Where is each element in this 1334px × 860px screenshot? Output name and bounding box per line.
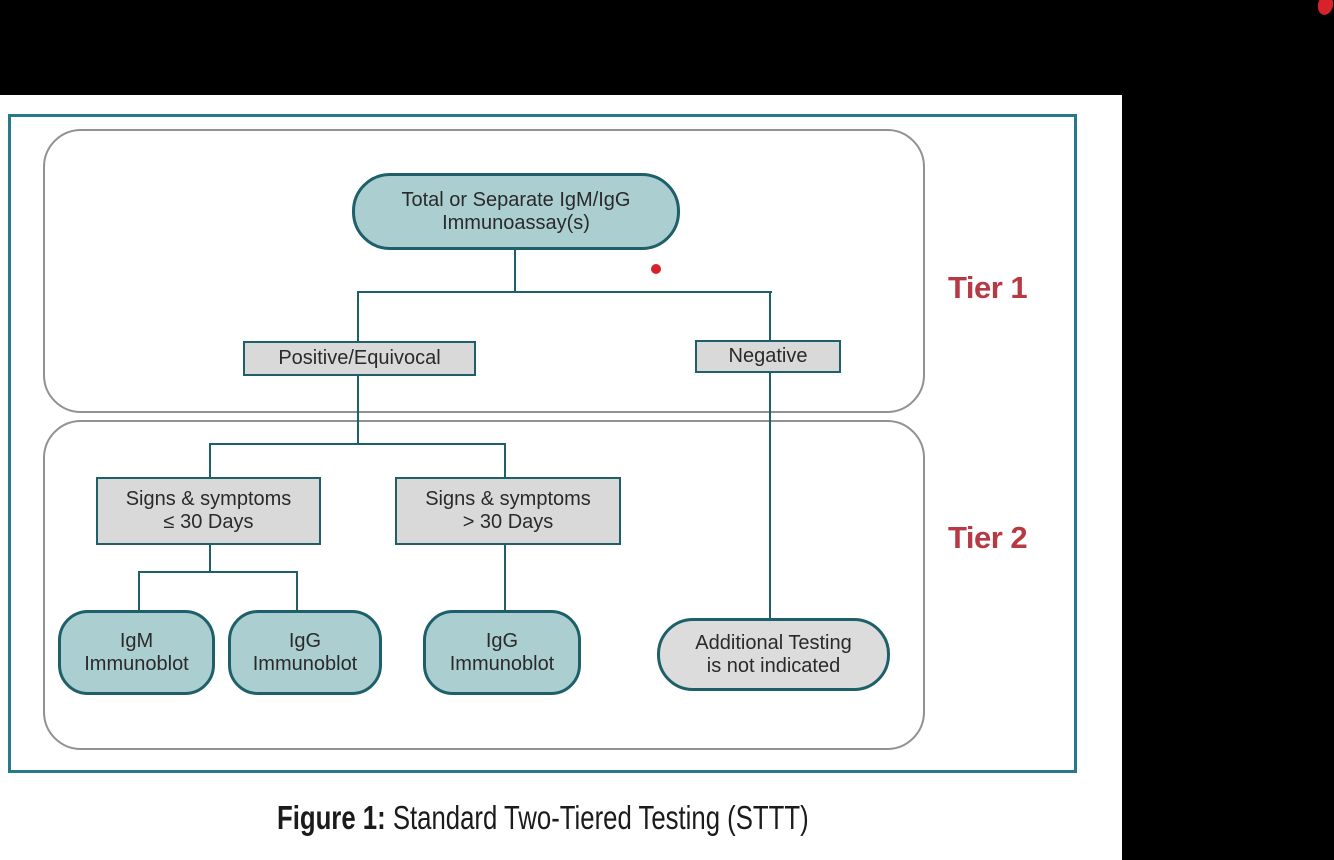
figure-caption-text: Standard Two-Tiered Testing (STTT) [385, 799, 809, 836]
node-igm-immunoblot-line2: Immunoblot [84, 652, 189, 675]
node-negative-label: Negative [728, 345, 808, 367]
node-signs-le-30-line2: ≤ 30 Days [163, 511, 254, 533]
node-signs-le-30-line1: Signs & symptoms [125, 488, 292, 510]
node-negative: Negative [695, 340, 841, 373]
right-black-panel [1122, 0, 1334, 860]
node-immunoassay: Total or Separate IgM/IgG Immunoassay(s) [352, 173, 680, 250]
tier2-label: Tier 2 [948, 520, 1028, 555]
connector-to-igm-blot [138, 571, 140, 610]
node-additional-testing-line2: is not indicated [706, 654, 841, 677]
connector-negative-down [769, 373, 771, 618]
connector-to-igg-blot-early [296, 571, 298, 610]
figure-caption-prefix: Figure 1: [276, 799, 386, 836]
connector-positive-down [357, 375, 359, 445]
connector-to-signs-le30 [209, 443, 211, 477]
node-igm-immunoblot-line1: IgM [119, 629, 154, 652]
connector-signs-le30-down [209, 545, 211, 573]
node-positive-equivocal-label: Positive/Equivocal [278, 347, 441, 369]
node-immunoassay-line1: Total or Separate IgM/IgG [401, 188, 631, 211]
connector-to-signs-gt30 [504, 443, 506, 477]
node-additional-testing: Additional Testing is not indicated [657, 618, 890, 691]
node-igg-immunoblot-early-line1: IgG [288, 629, 322, 652]
node-signs-gt-30-line1: Signs & symptoms [425, 488, 591, 510]
connector-tier1-horizontal [357, 291, 772, 293]
connector-blot-split-horizontal [138, 571, 298, 573]
red-dot-annotation [651, 264, 661, 274]
node-signs-le-30: Signs & symptoms ≤ 30 Days [96, 477, 321, 545]
node-igg-immunoblot-late-line1: IgG [485, 629, 519, 652]
node-additional-testing-line1: Additional Testing [695, 631, 852, 654]
tier2-container [43, 420, 925, 750]
node-positive-equivocal: Positive/Equivocal [243, 341, 476, 376]
node-signs-gt-30-line2: > 30 Days [462, 511, 554, 533]
tier1-label: Tier 1 [948, 270, 1028, 305]
node-igg-immunoblot-late: IgG Immunoblot [423, 610, 581, 695]
node-igm-immunoblot: IgM Immunoblot [58, 610, 215, 695]
node-signs-gt-30: Signs & symptoms > 30 Days [395, 477, 621, 545]
connector-to-igg-blot-late [504, 545, 506, 610]
node-igg-immunoblot-early-line2: Immunoblot [252, 652, 358, 675]
node-igg-immunoblot-early: IgG Immunoblot [228, 610, 382, 695]
node-igg-immunoblot-late-line2: Immunoblot [449, 652, 555, 675]
connector-immunoassay-down [514, 250, 516, 293]
node-immunoassay-line2: Immunoassay(s) [442, 211, 590, 234]
connector-to-negative [769, 291, 771, 340]
connector-to-positive [357, 291, 359, 341]
figure-caption: Figure 1: Standard Two-Tiered Testing (S… [8, 799, 1077, 836]
connector-tier2-horizontal [209, 443, 506, 445]
